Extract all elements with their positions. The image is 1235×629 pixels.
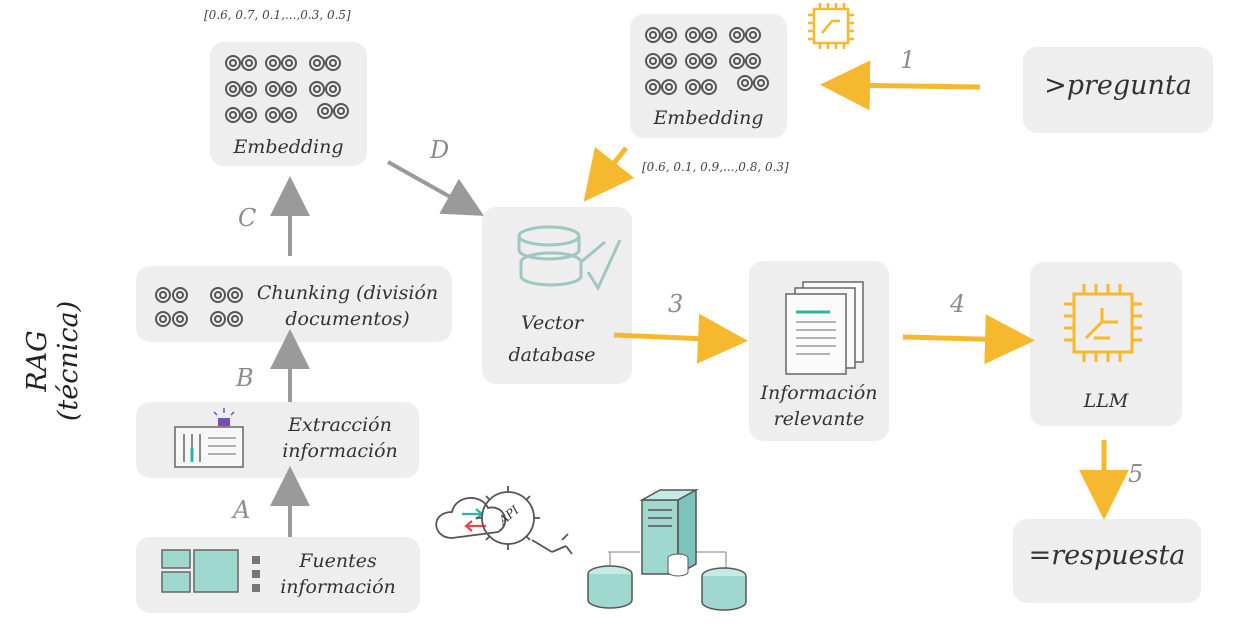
- arrow-3: [613, 313, 748, 364]
- sources-window-icon: [161, 549, 260, 593]
- vector-database-box: [482, 207, 632, 384]
- extraction-panel-icon: [174, 408, 244, 468]
- fuentes-label-line2: información: [280, 576, 396, 598]
- info-label-line1: Información: [760, 382, 878, 404]
- arrow-4: [902, 314, 1035, 365]
- chunking-label-line1: Chunking (división: [256, 282, 439, 304]
- extraccion-label-line2: información: [282, 440, 398, 462]
- chunking-circles-icon: [155, 287, 243, 327]
- pregunta-box: [1023, 47, 1213, 133]
- chip-icon-llm: [1064, 284, 1142, 362]
- fuentes-label-line1: Fuentes: [299, 550, 377, 572]
- step-4: 4: [950, 290, 966, 318]
- embedding-left-grid: [225, 55, 349, 123]
- embedding-left-label: Embedding: [233, 136, 344, 158]
- chunking-label-line2: documentos): [285, 308, 410, 330]
- database-check-icon: [517, 225, 622, 292]
- vector-left: [0.6, 0.7, 0.1,...,0.3, 0.5]: [204, 8, 351, 22]
- arrow-embed-to-db: [583, 146, 635, 202]
- chip-icon-top: [808, 3, 854, 49]
- vector-top: [0.6, 0.1, 0.9,...,0.8, 0.3]: [642, 160, 789, 174]
- embedding-top-label: Embedding: [653, 107, 764, 129]
- llm-label: LLM: [1083, 390, 1129, 412]
- info-label-line2: relevante: [773, 408, 865, 430]
- vector-label-line2: database: [508, 344, 596, 366]
- step-a: A: [233, 496, 251, 524]
- extraccion-label-line1: Extracción: [288, 414, 392, 436]
- step-c: C: [238, 204, 257, 232]
- step-1: 1: [900, 46, 916, 74]
- api-cloud-gear-icon: [435, 486, 573, 555]
- arrow-d: [387, 160, 484, 216]
- step-d: D: [430, 136, 450, 164]
- step-3: 3: [668, 290, 684, 318]
- server-databases-icon: [587, 488, 747, 611]
- documents-icon: [785, 281, 864, 375]
- step-b: B: [236, 364, 254, 392]
- arrow-1: [820, 60, 981, 111]
- llm-box: [1030, 262, 1182, 426]
- respuesta-label: =respuesta: [1028, 540, 1186, 571]
- step-5: 5: [1128, 460, 1144, 488]
- pregunta-label: >pregunta: [1044, 70, 1192, 101]
- embedding-top-grid: [645, 27, 769, 95]
- vector-label-line1: Vector: [520, 312, 584, 334]
- respuesta-box: [1013, 519, 1201, 603]
